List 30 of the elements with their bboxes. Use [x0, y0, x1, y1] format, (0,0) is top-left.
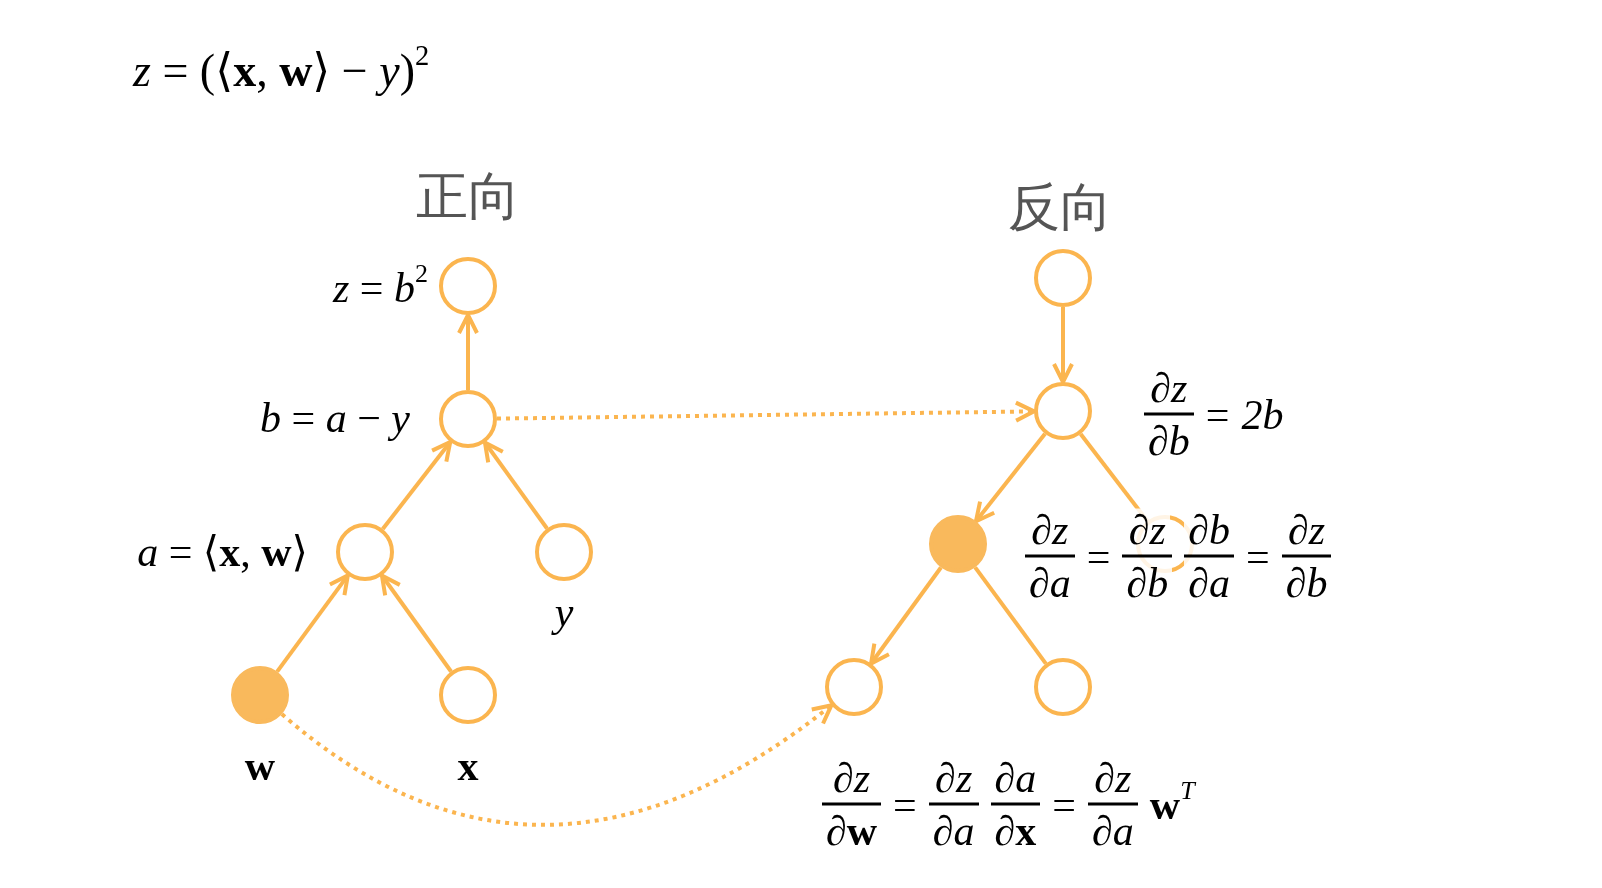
formula-title: z = (⟨x, w⟩ − y)$^{2}$ [133, 48, 430, 94]
arrow [482, 440, 549, 530]
formula-label: w [244, 745, 276, 787]
arrow [457, 313, 479, 390]
arrow [973, 432, 1047, 524]
arrow [869, 566, 943, 666]
section-heading: 反向 [1008, 176, 1112, 239]
formula-label: x [457, 745, 479, 787]
formula-label: a = ⟨x, w⟩ [137, 531, 308, 573]
dotted-arrow [496, 400, 1036, 423]
filled-node-circle [231, 666, 289, 724]
arrow [1052, 307, 1074, 384]
node-circle [439, 257, 497, 315]
node-circle [535, 523, 593, 581]
node-circle [1034, 382, 1092, 440]
arrow [275, 573, 350, 673]
connector-line [973, 566, 1048, 665]
node-circle [1034, 249, 1092, 307]
dotted-arrow [280, 703, 834, 827]
node-circle [336, 523, 394, 581]
formula-label: z = b$^{2}$ [332, 267, 428, 309]
node-circle [1034, 658, 1092, 716]
formula-label: b = a − y [259, 397, 410, 439]
node-circle [825, 658, 883, 716]
filled-node-circle [929, 515, 987, 573]
arrow [379, 573, 453, 673]
arrow [381, 439, 453, 531]
node-circle [439, 666, 497, 724]
section-heading: 正向 [416, 165, 520, 228]
node-circle [439, 390, 497, 448]
